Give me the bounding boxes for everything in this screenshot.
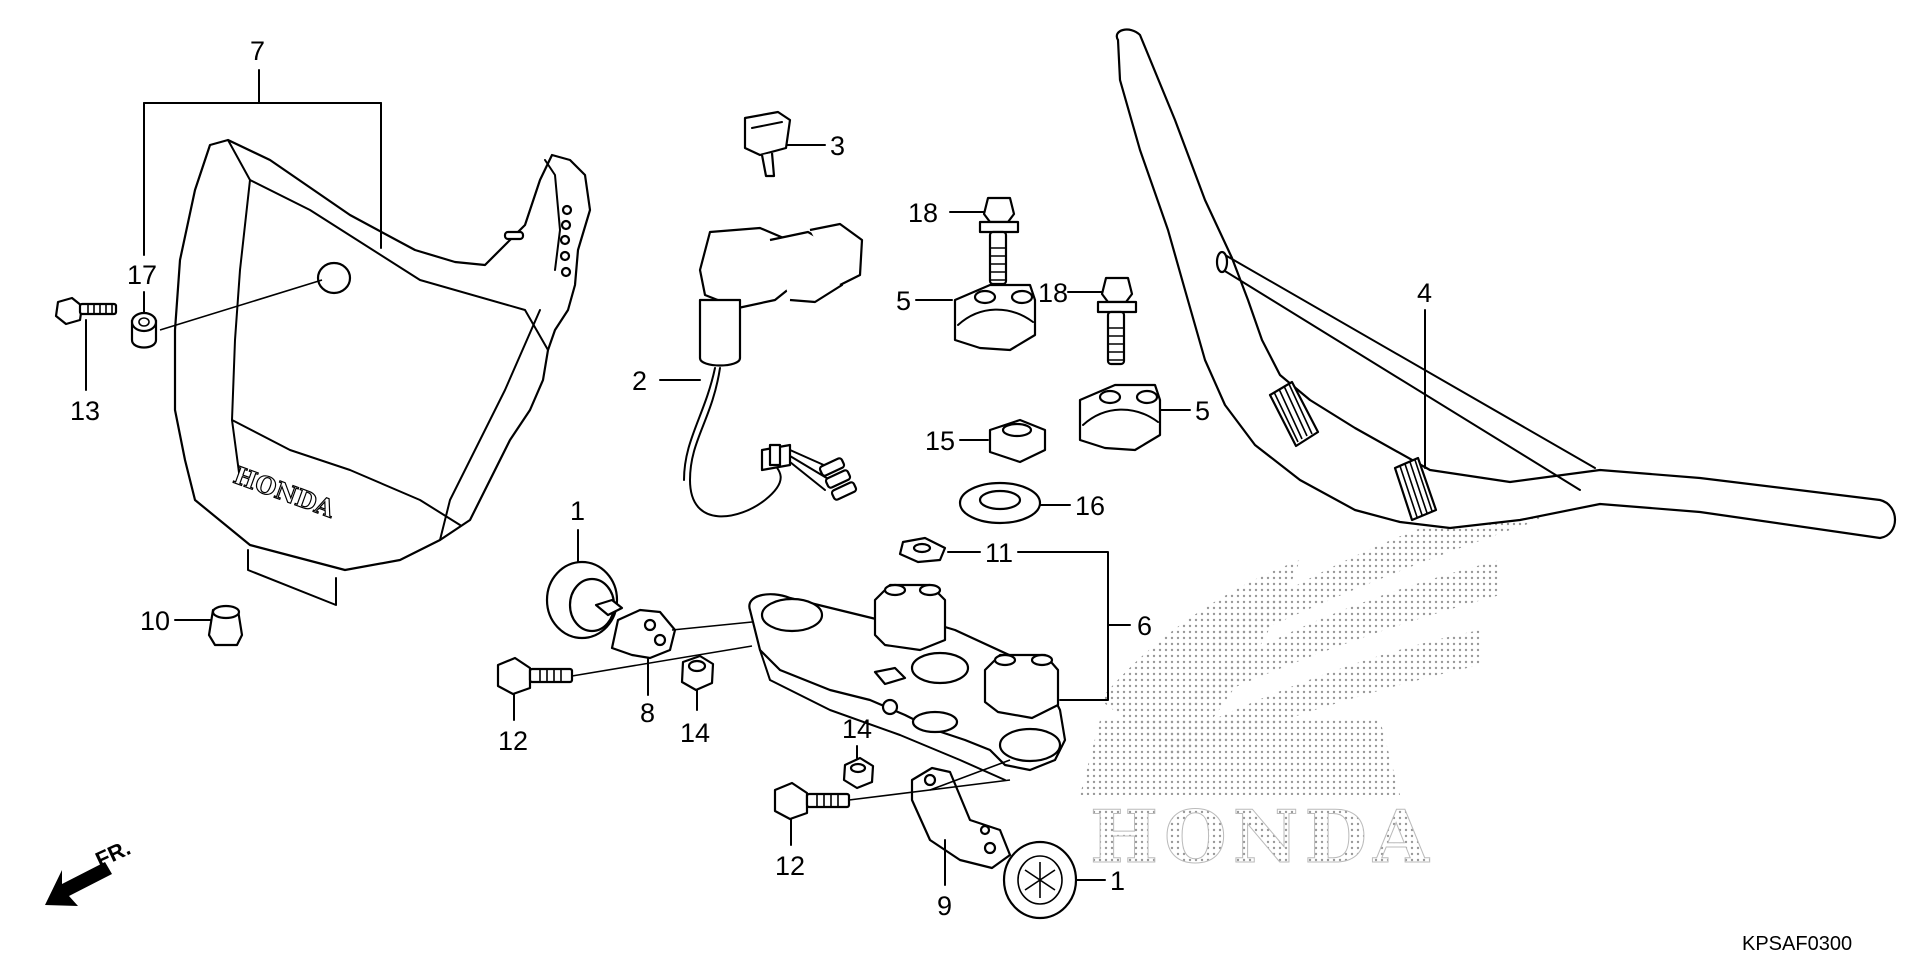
callout-1b: 1 xyxy=(1110,866,1125,896)
callout-12a: 12 xyxy=(498,726,528,756)
callout-18b: 18 xyxy=(1038,278,1068,308)
callout-1a: 1 xyxy=(570,496,585,526)
callout-13: 13 xyxy=(70,396,100,426)
diagram-code: KPSAF0300 xyxy=(1742,933,1852,955)
nut-14a xyxy=(680,654,715,692)
callout-2: 2 xyxy=(632,366,647,396)
callout-18a: 18 xyxy=(908,198,938,228)
callout-8: 8 xyxy=(640,698,655,728)
washer-16 xyxy=(958,481,1042,525)
callout-15: 15 xyxy=(925,426,955,456)
ignition-key-3 xyxy=(743,110,792,178)
callout-12b: 12 xyxy=(775,851,805,881)
holder-upper-5b xyxy=(1078,383,1162,452)
callout-16: 16 xyxy=(1075,491,1105,521)
knurled-grip-left xyxy=(1268,380,1320,448)
bolt-13 xyxy=(54,296,118,326)
top-bridge-6 xyxy=(748,583,1067,781)
grommet-1a xyxy=(545,560,624,640)
bolt-12b xyxy=(773,781,851,821)
nut-14b xyxy=(842,756,875,790)
honda-watermark-text: HONDA xyxy=(1090,794,1435,879)
bracket-8 xyxy=(610,608,677,660)
bolt-18b xyxy=(1096,276,1138,366)
rubber-11 xyxy=(898,536,947,564)
callout-5a: 5 xyxy=(896,286,911,316)
callout-7: 7 xyxy=(250,36,265,66)
collar-17 xyxy=(130,311,158,349)
headlight-cover: HONDA xyxy=(173,138,592,572)
callout-3: 3 xyxy=(830,131,845,161)
callout-14a: 14 xyxy=(680,718,710,748)
bolt-12a xyxy=(496,656,574,696)
holder-upper-5a xyxy=(953,283,1037,352)
callout-5b: 5 xyxy=(1195,396,1210,426)
grommet-10 xyxy=(207,604,244,647)
callout-17: 17 xyxy=(127,260,157,290)
leader-lines xyxy=(85,69,1426,886)
callout-11: 11 xyxy=(985,538,1013,568)
knurled-grip-right xyxy=(1393,456,1438,522)
callout-4: 4 xyxy=(1417,278,1432,308)
ignition-switch-2 xyxy=(683,222,864,518)
front-direction-arrow: FR. xyxy=(45,835,134,906)
honda-wing-watermark: HONDA xyxy=(1080,490,1545,880)
callout-9: 9 xyxy=(937,891,952,921)
handlebar-4 xyxy=(1115,28,1896,540)
callout-numbers: 7 17 13 10 3 2 18 18 5 5 15 16 11 6 4 1 … xyxy=(70,36,1432,921)
bolt-18a xyxy=(978,196,1020,286)
callout-14b: 14 xyxy=(842,714,872,744)
callout-10: 10 xyxy=(140,606,170,636)
nut-15 xyxy=(988,418,1047,464)
callout-6: 6 xyxy=(1137,611,1152,641)
bracket-9 xyxy=(910,766,1012,870)
pad-1b xyxy=(1002,840,1078,920)
